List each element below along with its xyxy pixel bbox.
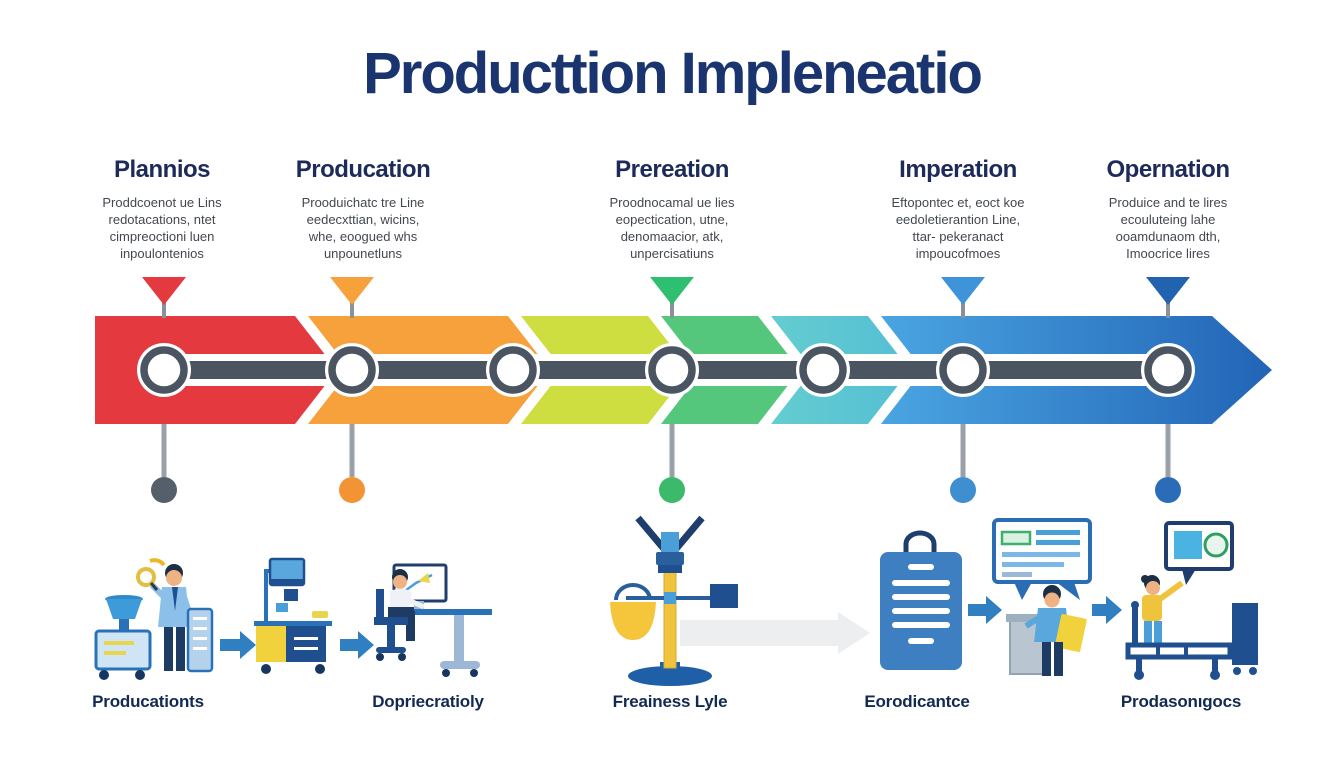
bottom-label-5: Prodasonıgocs [1120, 692, 1242, 711]
process-illustration-monitoring [1125, 521, 1258, 680]
stage-column-planning: Plannios Proddcoenot ue Lins redotacatio… [47, 156, 277, 262]
stage-marker-triangle-orange [330, 277, 374, 305]
stage-marker-triangle-red [142, 277, 186, 305]
worker-person-icon [1141, 575, 1184, 647]
cabinet-icon [1232, 603, 1258, 675]
arrow-right-icon [968, 596, 1002, 624]
stage-dot-lightblue [950, 477, 976, 503]
stage-column-production: Producation Prooduichatc tre Line eedecx… [248, 156, 478, 262]
process-illustration-report [880, 518, 1122, 676]
stage-dot-gray [151, 477, 177, 503]
stage-column-operation: Opernation Produice and te lires ecoulut… [1053, 156, 1283, 262]
stage-name: Prereation [615, 156, 729, 183]
stage-name: Imperation [899, 156, 1017, 183]
clipboard-icon [880, 530, 962, 670]
bottom-label-1: Producationts [92, 692, 204, 711]
flag-icon [710, 584, 738, 608]
stage-description: Eftopontec et, eoct koe eedoletierantion… [891, 195, 1025, 261]
inspector-person-icon [136, 558, 193, 671]
bottom-label-2: Dopriecratioly [372, 692, 484, 711]
stage-description: Prooduichatc tre Line eedecxttian, wicin… [301, 195, 425, 261]
stage-dot-blue [1155, 477, 1181, 503]
stage-description: Proodnocamal ue lies eopectication, utne… [609, 195, 735, 261]
stage-marker-triangle-green [650, 277, 694, 305]
arrow-right-icon [340, 631, 374, 659]
presenter-person-icon [1006, 585, 1087, 676]
gray-arrow-icon [680, 612, 870, 654]
process-illustration-inspection [94, 557, 492, 680]
arrow-right-icon [220, 631, 256, 659]
monitor-display-icon [1164, 521, 1234, 585]
bed-frame-icon [1125, 601, 1233, 680]
marker-stems-top [162, 300, 1170, 318]
stage-name: Opernation [1106, 156, 1230, 183]
process-illustration-lab-stand [610, 515, 870, 686]
lab-stand-icon [610, 515, 738, 686]
stage-column-preparation: Prereation Proodnocamal ue lies eopectic… [557, 156, 787, 262]
arrow-right-icon [1092, 596, 1122, 624]
magnifier-icon [136, 558, 166, 591]
page-title: Producttion Impleneatio [363, 41, 983, 106]
computer-workstation-icon [374, 563, 492, 677]
stage-column-implementation: Imperation Eftopontec et, eoct koe eedol… [843, 156, 1073, 262]
bottom-label-3: Freainess Lyle [612, 692, 728, 711]
stage-marker-triangle-blue [941, 277, 985, 305]
bucket-icon [610, 583, 656, 640]
timeline-node-circles [137, 343, 1195, 397]
stage-marker-triangle-darkblue [1146, 277, 1190, 305]
stage-dot-orange [339, 477, 365, 503]
bottom-label-4: Eorodicantce [864, 692, 970, 711]
stage-name: Producation [295, 156, 431, 183]
stage-description: Proddcoenot ue Lins redotacations, ntet … [102, 195, 222, 261]
stage-name: Plannios [113, 156, 211, 183]
mixer-machine-icon [94, 595, 152, 680]
stage-description: Produice and te lires ecouluteing lahe o… [1108, 195, 1228, 261]
speech-bubble-icon [992, 518, 1092, 600]
marker-stems-bottom [161, 424, 1171, 477]
stage-dot-green [659, 477, 685, 503]
server-panel-icon [186, 607, 214, 673]
equipment-cart-icon [254, 557, 332, 674]
